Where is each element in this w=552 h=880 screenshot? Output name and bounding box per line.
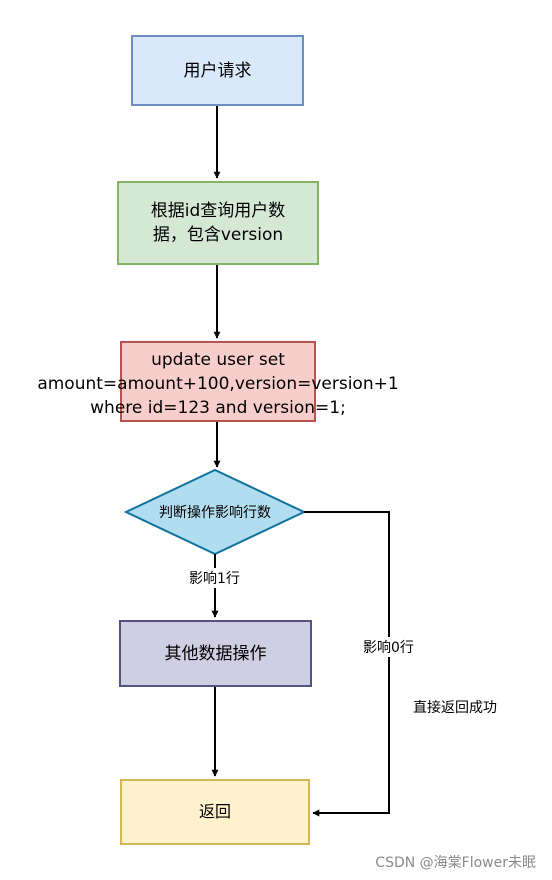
node-return: 返回 (120, 779, 310, 845)
node-update-sql-label: update user set amount=amount+100,versio… (37, 350, 399, 418)
edge-label-affect-one-row: 影响1行 (188, 568, 241, 588)
node-user-request-label: 用户请求 (183, 60, 252, 81)
edge-label-affect-zero-rows: 影响0行 (362, 637, 415, 657)
decision-label: 判断操作影响行数 (159, 505, 271, 521)
node-update-sql: update user set amount=amount+100,versio… (37, 341, 399, 422)
node-user-request: 用户请求 (131, 35, 304, 106)
node-query-user-data-label: 根据id查询用户数据，包含version (150, 201, 286, 245)
arrow-decision-to-return (304, 511, 390, 817)
node-other-operations: 其他数据操作 (119, 620, 312, 687)
node-other-operations-label: 其他数据操作 (164, 643, 267, 664)
decision-label-wrapper: 判断操作影响行数 (126, 470, 304, 554)
watermark: CSDN @海棠Flower未眠 (375, 855, 536, 871)
node-return-label: 返回 (198, 802, 231, 821)
edge-label-direct-success: 直接返回成功 (413, 700, 497, 716)
node-query-user-data: 根据id查询用户数据，包含version (117, 181, 319, 265)
